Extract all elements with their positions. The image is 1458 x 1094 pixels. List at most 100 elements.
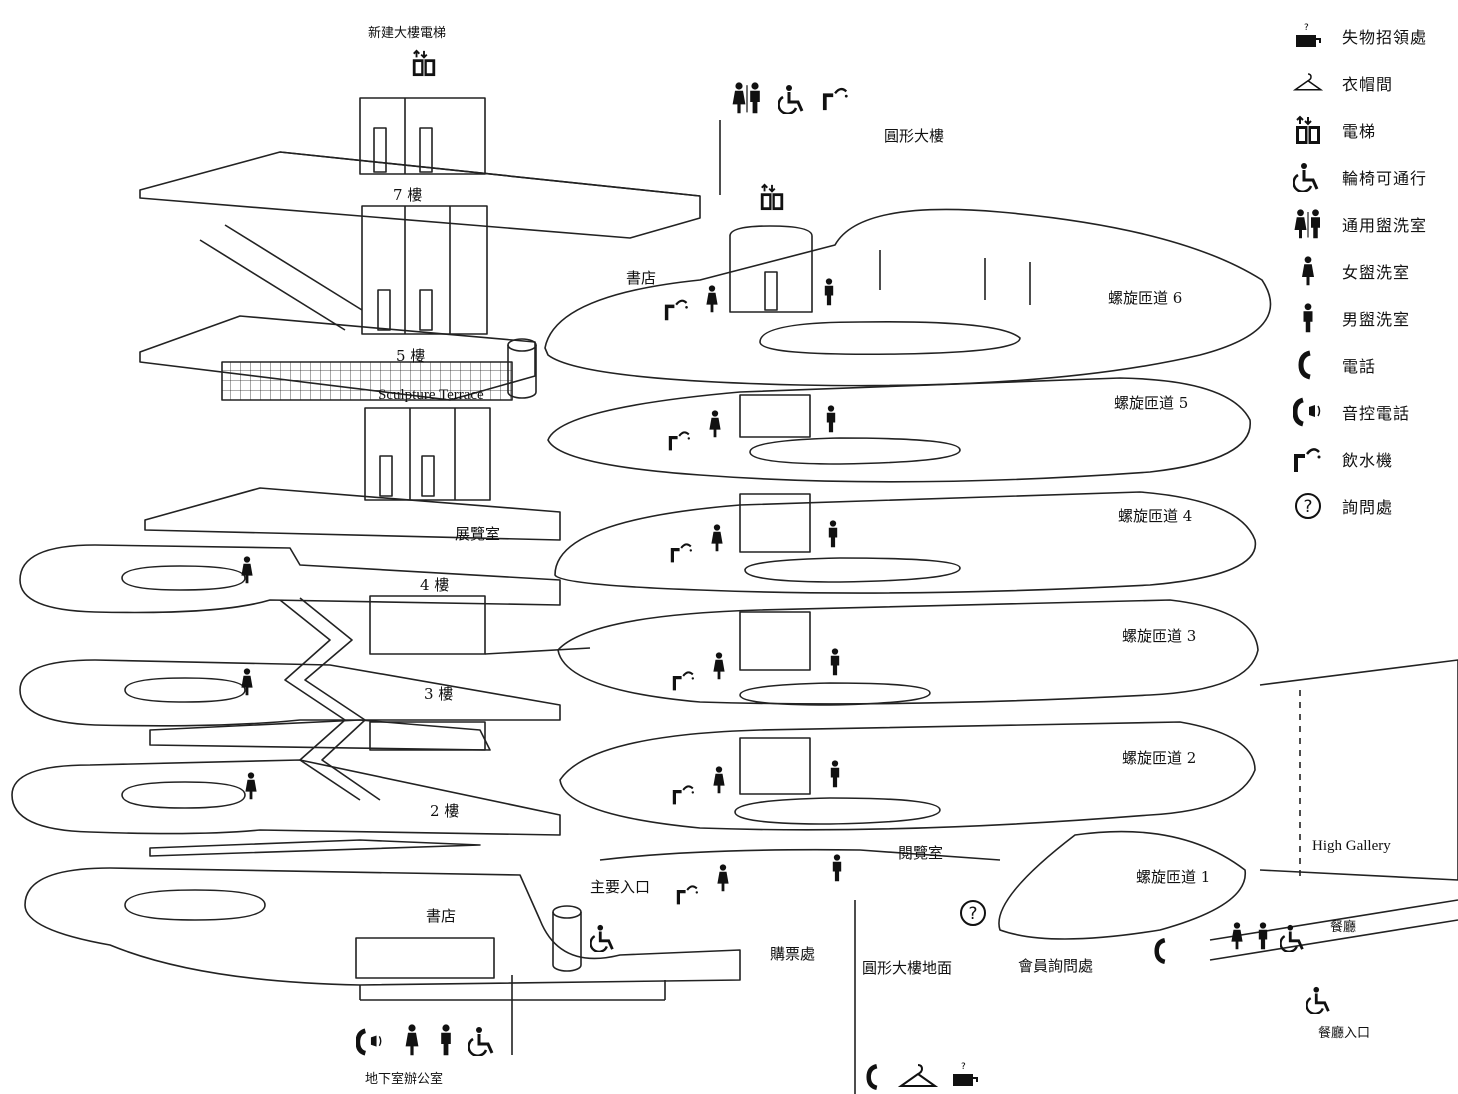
womens-restroom-icon [716,864,730,892]
rotunda-ramp-5 [547,377,1251,483]
tty-phone-icon [356,1028,384,1056]
legend-row-wheelchair: 輪椅可通行 [1290,153,1455,200]
label-ramp-1: 螺旋匝道 1 [1136,868,1211,886]
tty-phone-icon [1290,397,1326,427]
water-fountain-icon [672,782,696,806]
wheelchair-icon [1290,162,1326,192]
legend-label: 男盥洗室 [1342,309,1411,329]
ground-floor-slab [24,867,741,1001]
womens-restroom-icon [712,766,726,794]
floor-4-slab [19,544,591,655]
legend-label: 電話 [1342,356,1377,376]
information-icon [1290,491,1326,521]
womens-restroom-icon [404,1024,420,1056]
legend-label: 詢問處 [1342,497,1394,517]
mens-restroom-icon [822,278,836,306]
elevator-icon [1290,115,1326,145]
stair-4-to-2 [279,597,381,801]
wheelchair-icon [468,1026,498,1056]
ground-cylinder [552,905,582,972]
legend-label: 通用盥洗室 [1342,215,1428,235]
mens-restroom-icon [438,1024,454,1056]
lost-and-found-icon [950,1060,980,1090]
unisex-restroom-icon [1290,209,1326,239]
elevator-icon [758,182,786,212]
wheelchair-icon [1306,986,1334,1014]
water-fountain-icon [676,882,700,906]
label-ramp-5: 螺旋匝道 5 [1114,394,1189,412]
cloakroom-hanger-icon [898,1062,938,1092]
new-building-shaft-middle [364,407,491,501]
floor-exhibition-slab [144,487,561,541]
floor-3-slab [19,659,561,751]
floor-2-slab [11,759,561,857]
unisex-restroom-icon [730,82,764,114]
label-ticket-office: 購票處 [770,945,816,963]
label-new-building-elevator: 新建大樓電梯 [368,26,447,41]
label-bookstore-top: 書店 [626,269,657,287]
label-exhibition-room: 展覽室 [455,525,501,543]
mens-restroom-icon [824,405,838,433]
womens-restroom-icon [1290,256,1326,286]
legend-row-cloakroom: 衣帽間 [1290,59,1455,106]
label-ramp-2: 螺旋匝道 2 [1122,749,1197,767]
label-floor-3: 3 樓 [424,685,454,703]
womens-restroom-icon [710,524,724,552]
floor-structures [11,97,1458,1094]
cloakroom-hanger-icon [1290,68,1326,98]
legend-label: 電梯 [1342,121,1377,141]
water-fountain-icon [670,540,694,564]
legend-row-tty: 音控電話 [1290,388,1455,435]
water-fountain-icon [672,668,696,692]
womens-restroom-icon [244,772,258,800]
label-restaurant: 餐廳 [1330,920,1357,935]
floor-5-slab [139,315,536,401]
label-main-entrance: 主要入口 [590,878,651,896]
mens-restroom-icon [830,854,844,882]
leader-lines [511,120,856,1094]
label-floor-2: 2 樓 [430,802,460,820]
mens-restroom-icon [828,648,842,676]
label-sculpture-terrace: Sculpture Terrace [378,387,484,403]
stair-7-to-5 [199,224,363,331]
legend-row-men: 男盥洗室 [1290,294,1455,341]
mens-restroom-icon [1256,922,1270,950]
label-rotunda-ground: 圓形大樓地面 [862,959,953,977]
wheelchair-icon [590,924,618,952]
rotunda-ramp-2 [559,721,1256,831]
sculpture-terrace-cylinder [507,338,537,399]
mens-restroom-icon [1290,303,1326,333]
telephone-icon [1290,350,1326,380]
label-restaurant-entrance: 餐廳入口 [1318,1026,1371,1041]
water-fountain-icon [822,84,850,112]
label-member-info: 會員詢問處 [1018,957,1094,975]
telephone-icon [866,1062,884,1092]
elevator-icon [410,48,438,78]
legend-label: 失物招領處 [1342,27,1428,47]
womens-restroom-icon [712,652,726,680]
new-building-shaft-upper [361,205,488,335]
legend-label: 輪椅可通行 [1342,168,1428,188]
label-reading-room: 閱覽室 [898,844,944,862]
label-bookstore-ground: 書店 [426,907,457,925]
label-floor-5: 5 樓 [396,347,426,365]
lost-and-found-icon [1290,21,1326,51]
rotunda-ramp-4 [554,491,1257,594]
womens-restroom-icon [1230,922,1244,950]
legend-label: 衣帽間 [1342,74,1394,94]
mens-restroom-icon [826,520,840,548]
label-floor-4: 4 樓 [420,576,450,594]
legend-row-fountain: 飲水機 [1290,435,1455,482]
legend-row-info: 詢問處 [1290,482,1455,529]
womens-restroom-icon [240,668,254,696]
legend: 失物招領處 衣帽間 電梯 輪椅可通行 通用盥洗室 女盥洗室 男盥洗室 電話 音控… [1290,12,1455,529]
water-fountain-icon [664,296,690,322]
legend-row-elevator: 電梯 [1290,106,1455,153]
legend-label: 音控電話 [1342,403,1411,423]
information-icon [958,898,988,928]
label-floor-7: 7 樓 [393,186,423,204]
label-ramp-4: 螺旋匝道 4 [1118,507,1193,525]
legend-label: 女盥洗室 [1342,262,1411,282]
telephone-icon [1154,936,1172,966]
